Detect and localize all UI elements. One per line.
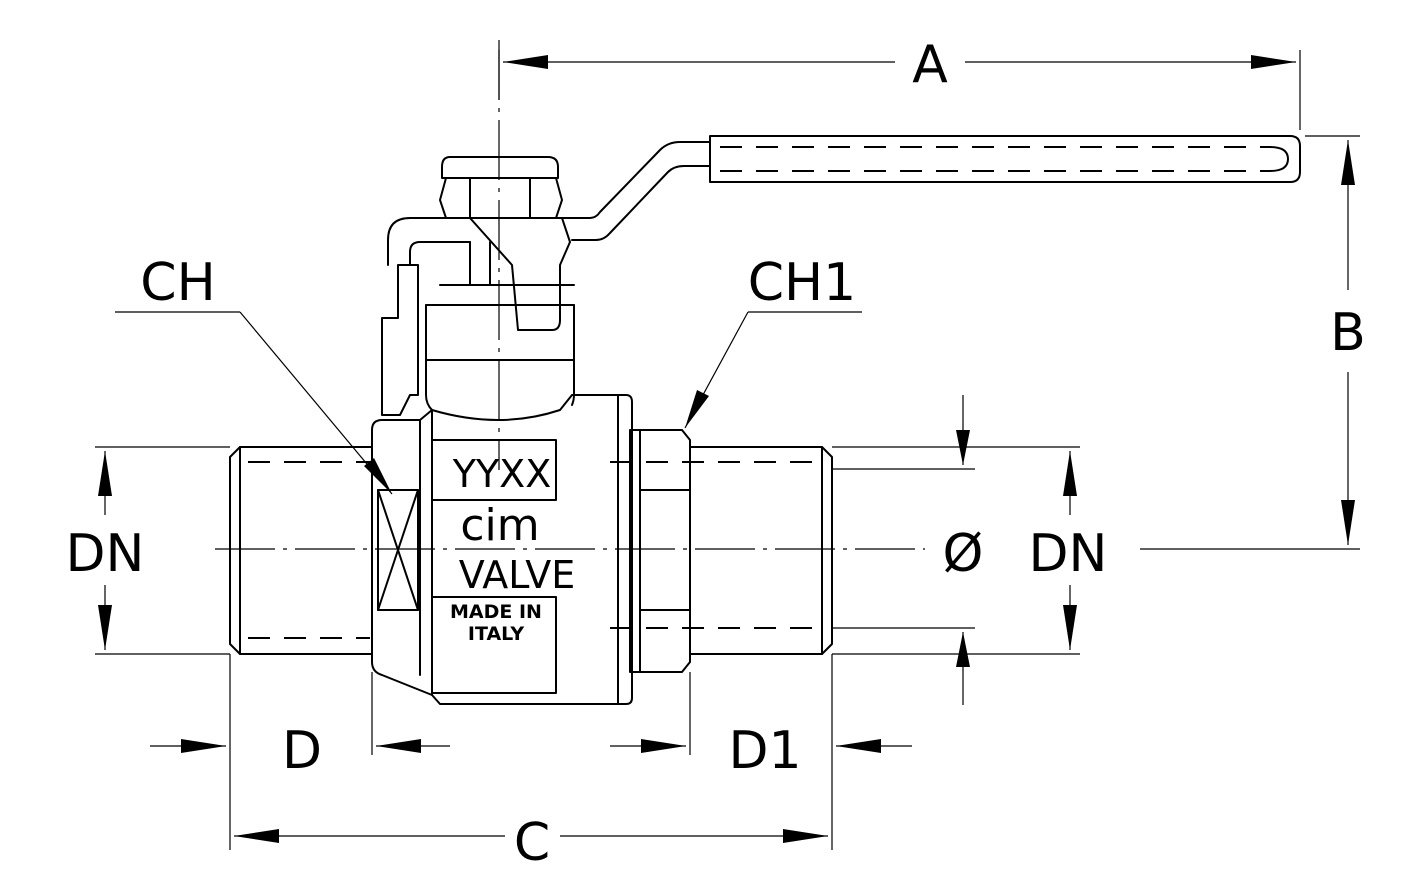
- dim-label-a: A: [912, 35, 948, 95]
- label-ch: CH: [140, 253, 215, 313]
- dimension-c: C: [234, 813, 828, 873]
- dimension-b: B: [1140, 135, 1366, 550]
- dim-label-d: D: [282, 721, 322, 781]
- dimension-dn-left: DN: [66, 446, 230, 655]
- dim-label-dn-left: DN: [66, 524, 145, 584]
- left-hex-wrench-flat: [377, 489, 419, 611]
- dimension-dn-right: DN: [832, 446, 1108, 655]
- dim-label-o: Ø: [943, 524, 984, 584]
- right-threaded-end: [610, 446, 833, 655]
- dimension-o: Ø: [832, 395, 983, 705]
- dim-label-b: B: [1330, 303, 1366, 363]
- dimension-d: D: [150, 654, 450, 850]
- origin-plate: [431, 596, 557, 694]
- leader-ch: CH: [115, 253, 393, 495]
- marking-origin-line1: MADE IN: [450, 601, 542, 623]
- left-threaded-end: [229, 446, 373, 655]
- code-plate: [431, 439, 557, 501]
- label-ch1: CH1: [748, 253, 857, 313]
- dim-label-dn-right: DN: [1029, 524, 1108, 584]
- dimension-d1: D1: [610, 654, 912, 850]
- dim-label-d1: D1: [728, 721, 801, 781]
- dimension-a: A: [498, 35, 1301, 130]
- leader-ch1: CH1: [684, 253, 862, 429]
- lever-handle: [387, 135, 1301, 331]
- dim-label-c: C: [514, 813, 550, 873]
- marking-brand: cim: [460, 500, 539, 551]
- marking-valve: VALVE: [459, 553, 576, 597]
- right-hex-nut: [629, 429, 691, 673]
- marking-code: YYXX: [452, 452, 552, 496]
- valve-body: [371, 264, 633, 705]
- marking-origin-line2: ITALY: [468, 623, 524, 645]
